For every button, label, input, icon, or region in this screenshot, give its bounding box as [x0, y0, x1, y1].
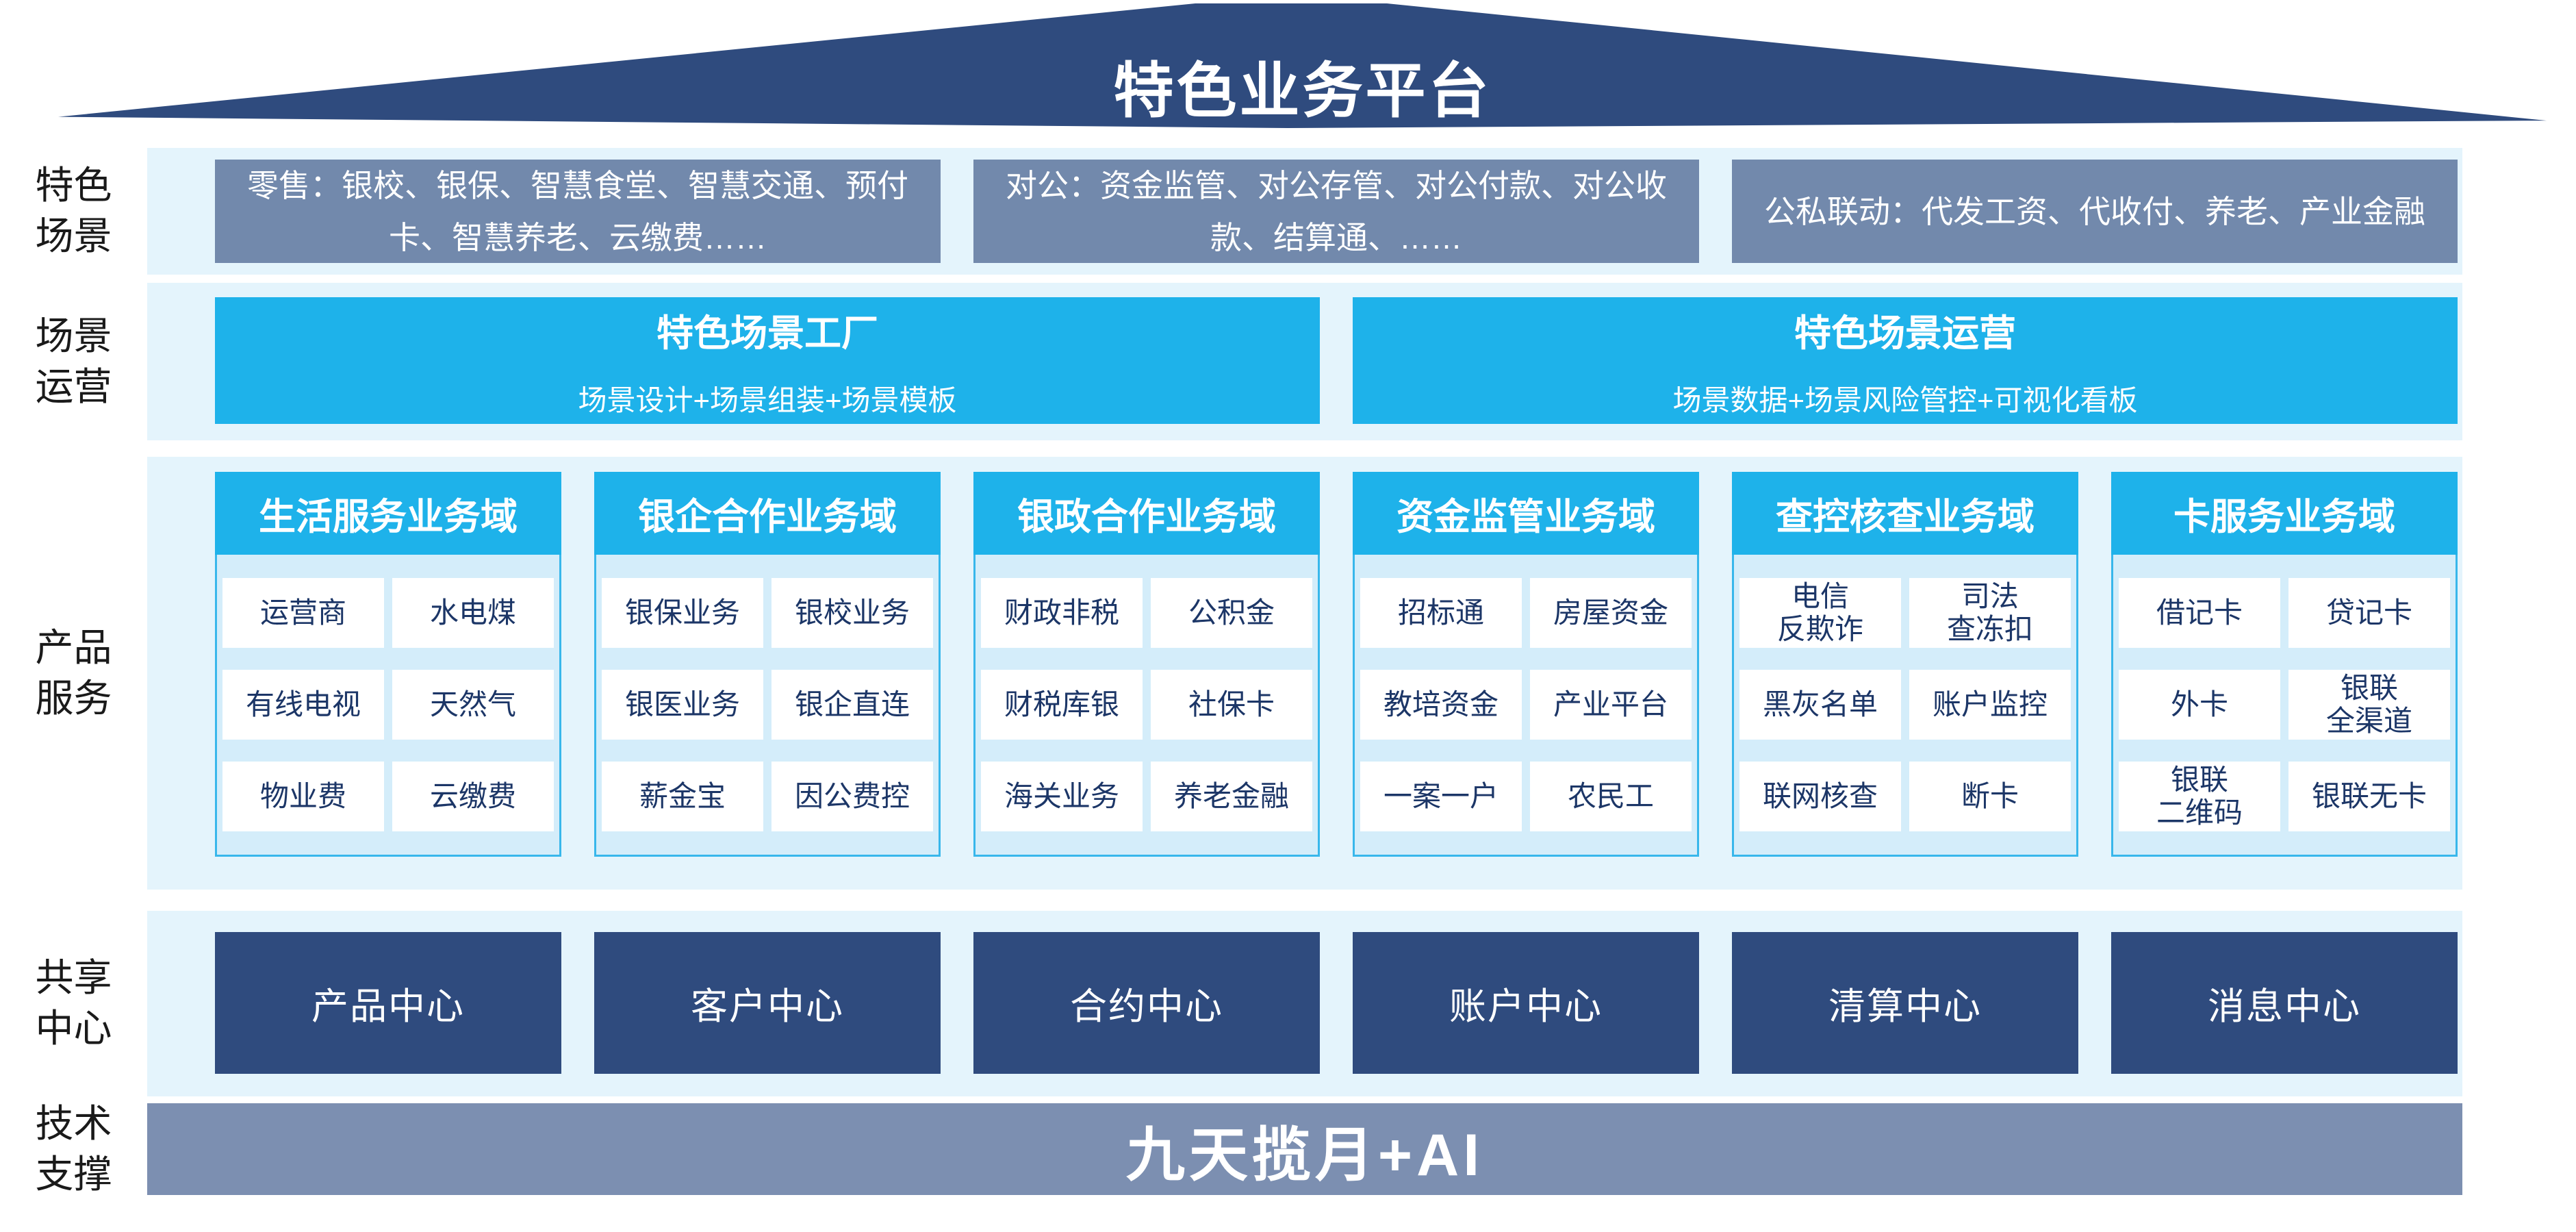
product-column-bank-government: 银政合作业务域 财政非税 公积金 财税库银 社保卡 海关业务 养老金融	[973, 472, 1320, 857]
product-column-body: 借记卡 贷记卡 外卡 银联 全渠道 银联 二维码 银联无卡	[2111, 555, 2458, 857]
product-cell: 云缴费	[392, 762, 554, 831]
tech-support-title: 九天揽月+AI	[1125, 1122, 1484, 1188]
product-column-title: 银政合作业务域	[973, 472, 1320, 555]
product-cell: 外卡	[2119, 670, 2280, 740]
product-cell: 产业平台	[1530, 670, 1692, 740]
center-box-clearing: 清算中心	[1732, 932, 2078, 1074]
scenario-operation-title: 特色场景运营	[1794, 312, 2016, 354]
product-cell: 电信 反欺诈	[1739, 578, 1901, 648]
product-cell: 银联无卡	[2288, 762, 2450, 831]
shared-centers-band: 产品中心 客户中心 合约中心 账户中心 清算中心 消息中心	[147, 911, 2462, 1096]
center-box-contract: 合约中心	[973, 932, 1320, 1074]
product-column-title: 生活服务业务域	[215, 472, 561, 555]
product-cell: 薪金宝	[602, 762, 763, 831]
product-column-body: 招标通 房屋资金 教培资金 产业平台 一案一户 农民工	[1353, 555, 1699, 857]
product-cell: 银医业务	[602, 670, 763, 740]
scenario-band: 零售：银校、银保、智慧食堂、智慧交通、预付卡、智慧养老、云缴费…… 对公：资金监…	[147, 148, 2462, 275]
product-cell: 账户监控	[1909, 670, 2071, 740]
scenario-factory-subtitle: 场景设计+场景组装+场景模板	[578, 384, 957, 416]
scenario-box-corporate: 对公：资金监管、对公存管、对公付款、对公收款、结算通、……	[973, 160, 1699, 263]
product-cell: 司法 查冻扣	[1909, 578, 2071, 648]
product-cell: 一案一户	[1360, 762, 1522, 831]
product-cell: 因公费控	[771, 762, 933, 831]
product-cell: 银保业务	[602, 578, 763, 648]
operation-band: 特色场景工厂 场景设计+场景组装+场景模板 特色场景运营 场景数据+场景风险管控…	[147, 283, 2462, 440]
scenario-box-retail: 零售：银校、银保、智慧食堂、智慧交通、预付卡、智慧养老、云缴费……	[215, 160, 941, 263]
roof-banner: 特色业务平台	[58, 3, 2547, 128]
product-cell: 银校业务	[771, 578, 933, 648]
product-cell: 养老金融	[1151, 762, 1312, 831]
product-cell: 银联 全渠道	[2288, 670, 2450, 740]
product-cell: 贷记卡	[2288, 578, 2450, 648]
product-cell: 财税库银	[981, 670, 1143, 740]
center-box-message: 消息中心	[2111, 932, 2458, 1074]
product-cell: 天然气	[392, 670, 554, 740]
center-box-customer: 客户中心	[594, 932, 941, 1074]
row-label-products: 产品 服务	[35, 626, 112, 720]
product-cell: 断卡	[1909, 762, 2071, 831]
row-label-operation: 场景 运营	[35, 314, 112, 408]
product-cell: 公积金	[1151, 578, 1312, 648]
product-cell: 社保卡	[1151, 670, 1312, 740]
scenario-operation-box: 特色场景运营 场景数据+场景风险管控+可视化看板	[1353, 297, 2458, 424]
center-box-product: 产品中心	[215, 932, 561, 1074]
center-box-account: 账户中心	[1353, 932, 1699, 1074]
product-column-inquiry-control: 查控核查业务域 电信 反欺诈 司法 查冻扣 黑灰名单 账户监控 联网核查 断卡	[1732, 472, 2078, 857]
product-cell: 财政非税	[981, 578, 1143, 648]
product-cell: 水电煤	[392, 578, 554, 648]
product-column-title: 查控核查业务域	[1732, 472, 2078, 555]
product-cell: 教培资金	[1360, 670, 1522, 740]
product-column-body: 电信 反欺诈 司法 查冻扣 黑灰名单 账户监控 联网核查 断卡	[1732, 555, 2078, 857]
scenario-factory-box: 特色场景工厂 场景设计+场景组装+场景模板	[215, 297, 1320, 424]
product-column-title: 卡服务业务域	[2111, 472, 2458, 555]
product-column-body: 财政非税 公积金 财税库银 社保卡 海关业务 养老金融	[973, 555, 1320, 857]
product-column-title: 资金监管业务域	[1353, 472, 1699, 555]
product-column-bank-enterprise: 银企合作业务域 银保业务 银校业务 银医业务 银企直连 薪金宝 因公费控	[594, 472, 941, 857]
product-cell: 海关业务	[981, 762, 1143, 831]
product-cell: 招标通	[1360, 578, 1522, 648]
tech-support-bar: 九天揽月+AI	[147, 1103, 2462, 1195]
row-label-shared-centers: 共享 中心	[35, 956, 112, 1050]
product-cell: 联网核查	[1739, 762, 1901, 831]
product-cell: 银联 二维码	[2119, 762, 2280, 831]
product-column-body: 运营商 水电煤 有线电视 天然气 物业费 云缴费	[215, 555, 561, 857]
product-cell: 银企直连	[771, 670, 933, 740]
product-column-title: 银企合作业务域	[594, 472, 941, 555]
row-label-tech-support: 技术 支撑	[35, 1102, 112, 1196]
product-cell: 运营商	[222, 578, 384, 648]
row-label-scenarios: 特色 场景	[35, 164, 112, 257]
product-column-body: 银保业务 银校业务 银医业务 银企直连 薪金宝 因公费控	[594, 555, 941, 857]
products-band: 生活服务业务域 运营商 水电煤 有线电视 天然气 物业费 云缴费 银企合作业务域…	[147, 457, 2462, 890]
product-cell: 物业费	[222, 762, 384, 831]
product-cell: 借记卡	[2119, 578, 2280, 648]
product-cell: 农民工	[1530, 762, 1692, 831]
product-cell: 有线电视	[222, 670, 384, 740]
scenario-operation-subtitle: 场景数据+场景风险管控+可视化看板	[1672, 384, 2138, 416]
product-column-life-services: 生活服务业务域 运营商 水电煤 有线电视 天然气 物业费 云缴费	[215, 472, 561, 857]
product-column-card-services: 卡服务业务域 借记卡 贷记卡 外卡 银联 全渠道 银联 二维码 银联无卡	[2111, 472, 2458, 857]
product-column-fund-supervision: 资金监管业务域 招标通 房屋资金 教培资金 产业平台 一案一户 农民工	[1353, 472, 1699, 857]
product-cell: 黑灰名单	[1739, 670, 1901, 740]
scenario-box-public-private: 公私联动：代发工资、代收付、养老、产业金融	[1732, 160, 2458, 263]
page-title: 特色业务平台	[1113, 56, 1492, 125]
product-cell: 房屋资金	[1530, 578, 1692, 648]
scenario-factory-title: 特色场景工厂	[656, 312, 878, 354]
